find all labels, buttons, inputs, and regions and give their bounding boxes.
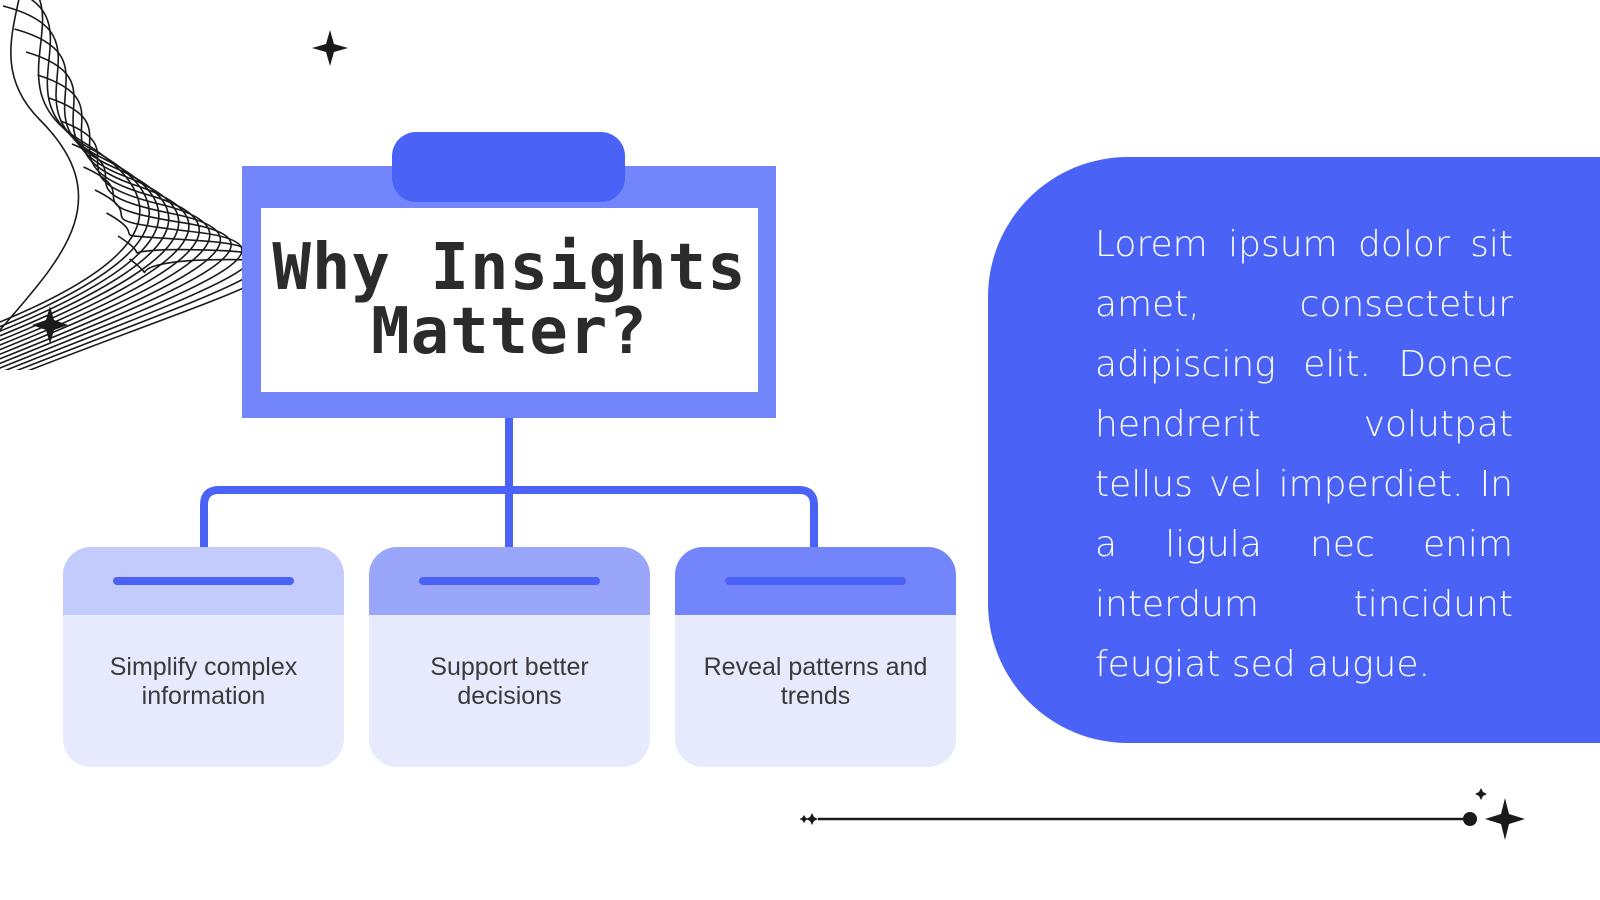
sparkle-icon [806, 813, 818, 825]
card-text: Reveal patterns and trends [703, 653, 928, 710]
card-header [63, 547, 344, 615]
wave-line [0, 97, 200, 351]
title-board-tab [392, 132, 625, 202]
wave-line [0, 0, 141, 323]
title-line-2: Matter? [371, 295, 648, 369]
sparkle-icon [312, 30, 348, 66]
wave-line [0, 189, 243, 369]
card-reveal: Reveal patterns and trends [675, 547, 956, 767]
wave-line [4, 212, 254, 370]
card-header [675, 547, 956, 615]
wave-line [0, 5, 160, 332]
title-board-inner: Why Insights Matter? [261, 208, 758, 392]
card-bar [725, 577, 906, 585]
wave-line [0, 143, 222, 360]
card-bar [419, 577, 600, 585]
card-text: Support better decisions [430, 653, 589, 710]
wave-line [0, 51, 180, 342]
title-line-1: Why Insights [272, 231, 747, 305]
wavy-lines-decoration [0, 0, 348, 370]
card-text: Simplify complex information [109, 653, 298, 710]
sparkle-icon [800, 815, 809, 823]
text-panel: Lorem ipsum dolor sit amet, consectetur … [988, 157, 1600, 743]
wave-line [0, 120, 211, 356]
card-simplify: Simplify complex information [63, 547, 344, 767]
tree-connectors [200, 418, 818, 548]
panel-text: Lorem ipsum dolor sit amet, consectetur … [1095, 224, 1513, 685]
sparkle-icon [1475, 788, 1487, 800]
wave-line [0, 28, 170, 337]
card-bar [113, 577, 294, 585]
card-support: Support better decisions [369, 547, 650, 767]
line-decoration [800, 788, 1525, 840]
card-header [369, 547, 650, 615]
wave-line [0, 0, 150, 328]
sparkle-icon [1485, 798, 1525, 840]
wave-line [0, 74, 190, 346]
wave-line [0, 166, 232, 365]
sparkle-icon [32, 306, 68, 344]
